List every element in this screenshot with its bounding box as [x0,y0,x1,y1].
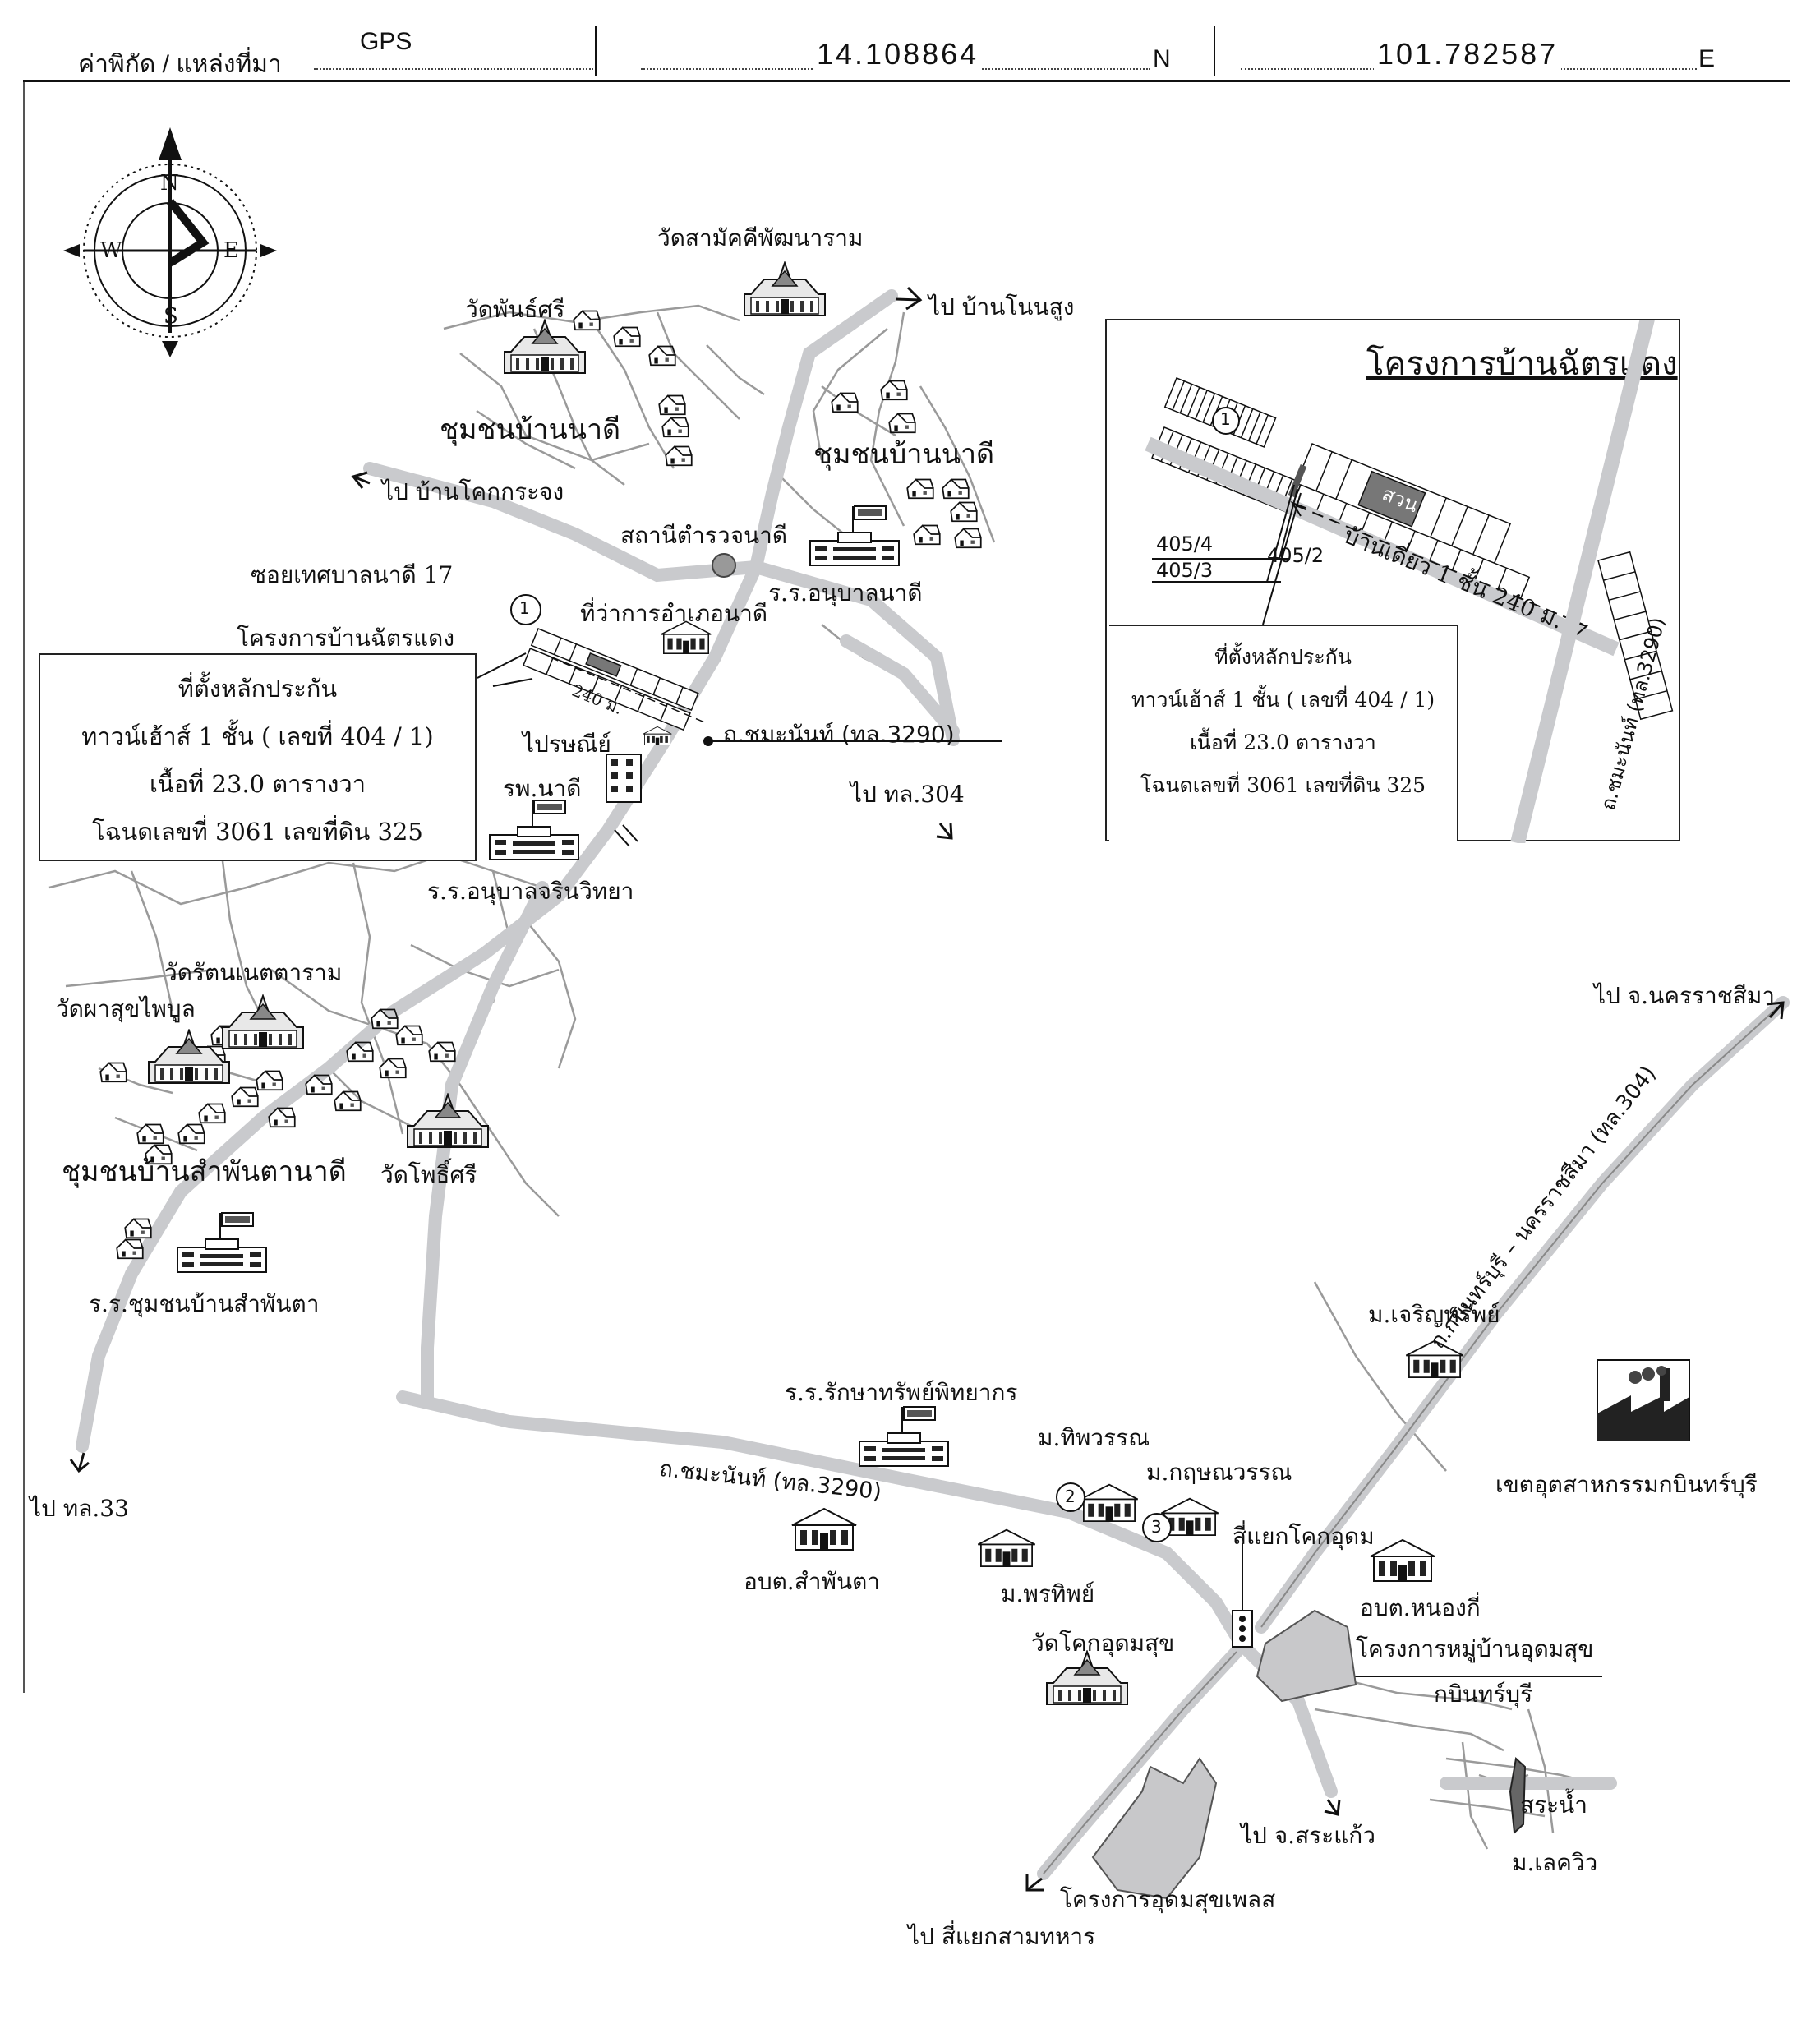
minor-roads [48,304,1595,1850]
inset-collateral-type: ทาวน์เฮ้าส์ 1 ชั้น ( เลขที่ 404 / 1) [1131,688,1435,712]
header-divider [595,26,597,76]
header-rule [23,80,1790,82]
compass-south: S [164,304,178,329]
udom-village-area [1256,1609,1357,1703]
header-divider [1214,26,1215,76]
label-police-station: สถานีตำรวจนาดี [620,522,788,549]
marker-circle-3 [1142,1513,1172,1542]
inset-lot-405-3: 405/3 [1156,559,1214,582]
latitude-suffix: N [1153,45,1171,72]
label-rr-anuban-jarin: ร.ร.อนุบาลจรินวิทยา [427,878,634,905]
marker-circle-2 [1056,1482,1085,1512]
collateral-deed: โฉนดเลขที่ 3061 เลขที่ดิน 325 [92,818,423,846]
compass-east: E [223,238,239,263]
inset-collateral-title: ที่ตั้งหลักประกัน [1214,645,1352,669]
label-to-sa-kaeo: ไป จ.สระแก้ว [1241,1822,1375,1849]
marker-number-3: 3 [1151,1517,1162,1537]
inset-collateral-deed: โฉนดเลขที่ 3061 เลขที่ดิน 325 [1140,773,1426,797]
inset-collateral-area: เนื้อที่ 23.0 ตารางวา [1190,731,1376,754]
collateral-title: ที่ตั้งหลักประกัน [177,675,338,703]
label-moo-phonthip: ม.พรทิพย์ [1001,1580,1095,1607]
inset-lot-405-4: 405/4 [1156,533,1214,556]
label-project-chat-daeng: โครงการบ้านฉัตรแดง [237,625,455,652]
pond-area [1509,1757,1527,1835]
collateral-info-box: ที่ตั้งหลักประกัน ทาวน์เฮ้าส์ 1 ชั้น ( เ… [39,653,477,861]
compass-west: W [100,238,122,263]
factory-icon [1597,1359,1690,1441]
project-inset: โครงการบ้านฉัตรแดง [1105,319,1680,843]
label-to-route-33: ไป ทล.33 [30,1495,129,1522]
marker-circle-1 [510,594,541,625]
direction-arrows [69,286,1785,1892]
label-moo-charoen: ม.เจริญทรัพย์ [1368,1301,1500,1328]
label-wat-samakkhi: วัดสามัคคีพัฒนาราม [657,224,864,251]
label-community-na-di-1: ชุมชนบ้านนาดี [440,413,621,446]
label-community-na-di-2: ชุมชนบ้านนาดี [813,438,995,471]
label-wat-pho-sri: วัดโพธิ์ศรี [380,1161,477,1188]
label-obt-samphanta: อบต.สำพันตา [744,1568,880,1595]
marker-number-1: 1 [519,598,530,618]
label-wat-pha-suk: วัดผาสุขไพบูล [56,995,196,1022]
latitude-value: 14.108864 [813,37,983,71]
label-industrial-estate: เขตอุตสาหกรรมกบินทร์บุรี [1495,1471,1758,1498]
label-to-route-304: ไป ทล.304 [850,781,965,808]
traffic-light-icon [1232,1543,1253,1648]
label-hospital: รพ.นาดี [503,775,582,802]
label-to-nakhon-ratchasima: ไป จ.นครราชสีมา [1594,982,1776,1009]
coord-label: ค่าพิกัด / แหล่งที่มา [78,51,282,78]
dotted-line [314,68,593,70]
label-moo-thiphawan: ม.ทิพวรรณ [1038,1424,1150,1451]
collateral-type: ทาวน์เฮ้าส์ 1 ชั้น ( เลขที่ 404 / 1) [81,722,434,750]
inset-lot-405-2: 405/2 [1267,544,1325,567]
marker-number-2: 2 [1065,1487,1076,1506]
label-district-office: ที่ว่าการอำเภอนาดี [580,600,768,627]
inset-collateral-box: ที่ตั้งหลักประกัน ทาวน์เฮ้าส์ 1 ชั้น ( เ… [1109,625,1458,841]
inset-plan-drawing [1145,320,1674,843]
udom-plus-area [1091,1757,1218,1900]
gps-source: GPS [360,28,412,55]
label-post-office: ไปรษณีย์ [523,731,611,758]
label-wat-khok-udom: วัดโคกอุดมสุข [1031,1630,1175,1657]
label-rr-chumchon-samphan: ร.ร.ชุมชนบ้านสำพันตา [89,1290,320,1317]
label-project-udom-plus: โครงการอุดมสุขเพลส [1060,1886,1276,1913]
label-moo-lake-view: ม.เลควิว [1512,1849,1598,1876]
label-wat-phan-sri: วัดพันธ์ศรี [465,296,565,323]
project-layout-main [523,628,707,731]
label-kabinburi: กบินทร์บุรี [1434,1681,1533,1708]
road-edges [1043,1002,1784,1874]
label-to-ban-khok-krachong: ไป บ้านโคกกระจง [382,478,564,505]
longitude-value: 101.782587 [1374,37,1562,71]
label-project-udom-village: โครงการหมู่บ้านอุดมสุข [1356,1635,1594,1662]
label-rr-anuban-na-di: ร.ร.อนุบาลนาดี [768,579,923,606]
hospital-building [606,754,642,803]
label-obt-nong-ki: อบต.หนองกี่ [1360,1594,1481,1621]
longitude-suffix: E [1698,45,1716,72]
collateral-area: เนื้อที่ 23.0 ตารางวา [150,770,366,798]
compass-north: N [160,171,179,196]
label-soi-thetsaban: ซอยเทศบาลนาดี 17 [251,561,454,588]
label-to-ban-non-sung: ไป บ้านโนนสูง [928,293,1075,320]
label-road-chamanan: ถ.ชมะนันท์ (ทล.3290) [723,721,955,748]
label-sii-yaek-khok-udom: สี่แยกโคกอุดม [1233,1523,1375,1550]
inset-marker-1: 1 [1220,409,1231,429]
label-pond: สระน้ำ [1520,1791,1588,1819]
label-rr-raksa: ร.ร.รักษาทรัพย์พิทยากร [785,1379,1018,1406]
bridge-icon [614,824,638,847]
page-edge-line [23,82,25,1693]
police-station-marker [712,553,736,578]
label-moo-krit: ม.กฤษณวรรณ [1146,1459,1292,1486]
label-community-samphan: ชุมชนบ้านสำพันตานาดี [62,1155,347,1188]
label-to-sam-thahan: ไป สี่แยกสามทหาร [908,1923,1096,1950]
compass-rose-icon [63,127,277,357]
label-wat-rattanetta: วัดรัตนเนตตาราม [164,959,343,986]
